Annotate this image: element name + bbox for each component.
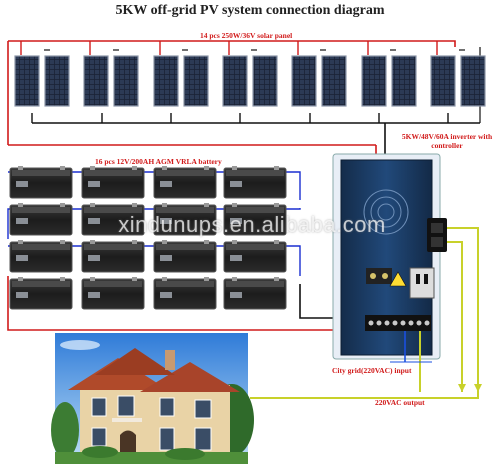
- ac-output-label: 220VAC output: [375, 398, 425, 407]
- solar-panel-icon: [460, 55, 486, 107]
- city-grid-label: City grid(220VAC) input: [332, 366, 412, 375]
- solar-panel-icon: [321, 55, 347, 107]
- battery-icon: [153, 203, 217, 236]
- solar-panel-icon: [153, 55, 179, 107]
- battery-label: 16 pcs 12V/200AH AGM VRLA battery: [95, 157, 222, 166]
- battery-icon: [153, 277, 217, 310]
- inverter-label: 5KW/48V/60A inverter with controller: [401, 132, 493, 150]
- solar-panel-icon: [252, 55, 278, 107]
- solar-panel-icon: [44, 55, 70, 107]
- solar-panel-label: 14 pcs 250W/36V solar panel: [200, 31, 293, 40]
- battery-icon: [9, 203, 73, 236]
- battery-icon: [223, 203, 287, 236]
- solar-panel-icon: [391, 55, 417, 107]
- solar-panel-icon: [430, 55, 456, 107]
- battery-icon: [223, 277, 287, 310]
- solar-panel-icon: [83, 55, 109, 107]
- battery-icon: [153, 166, 217, 199]
- solar-panel-icon: [222, 55, 248, 107]
- battery-icon: [223, 166, 287, 199]
- battery-icon: [81, 240, 145, 273]
- battery-icon: [9, 240, 73, 273]
- battery-icon: [153, 240, 217, 273]
- solar-panel-icon: [113, 55, 139, 107]
- battery-icon: [223, 240, 287, 273]
- solar-panel-icon: [14, 55, 40, 107]
- solar-panel-array: [14, 55, 486, 107]
- house-icon: [51, 333, 254, 464]
- solar-panel-icon: [291, 55, 317, 107]
- battery-icon: [81, 166, 145, 199]
- battery-icon: [9, 166, 73, 199]
- solar-panel-icon: [183, 55, 209, 107]
- page-title: 5KW off-grid PV system connection diagra…: [115, 3, 385, 18]
- ac-wires: [250, 227, 482, 399]
- battery-icon: [9, 277, 73, 310]
- watermark: xindunups.en.alibaba.com: [118, 212, 386, 237]
- inverter-icon: [332, 153, 447, 360]
- battery-bank: [9, 166, 287, 310]
- battery-icon: [81, 277, 145, 310]
- battery-icon: [81, 203, 145, 236]
- solar-panel-icon: [361, 55, 387, 107]
